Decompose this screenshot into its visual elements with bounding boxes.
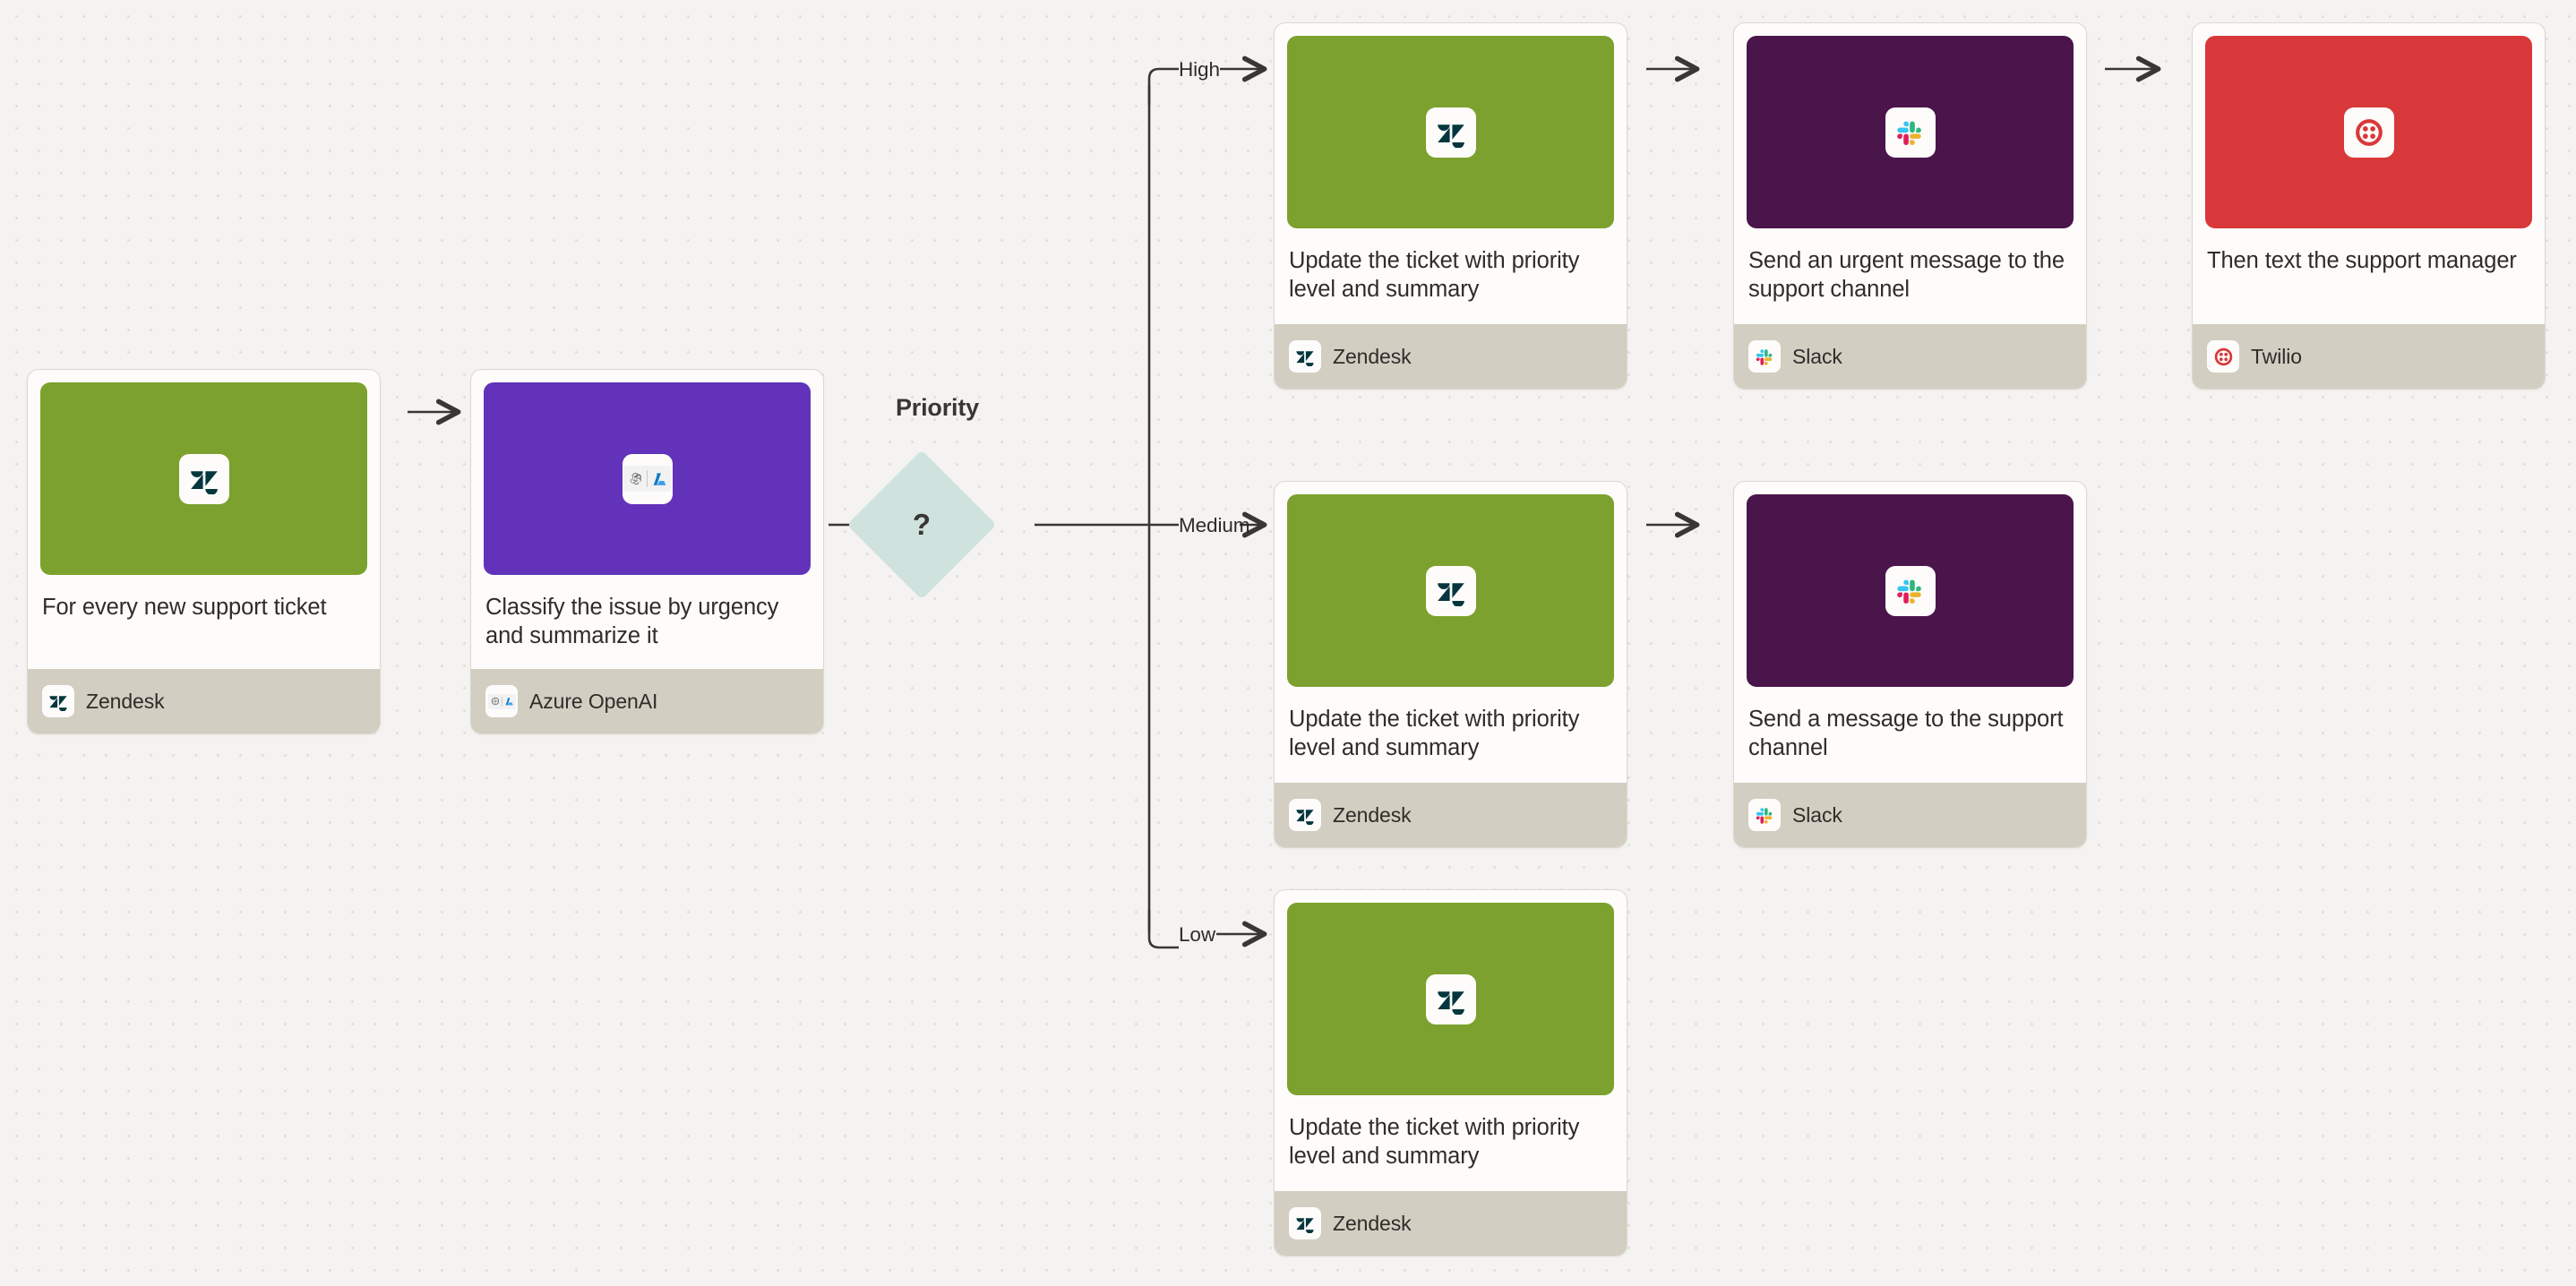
card-text-trigger: For every new support ticket	[42, 595, 327, 620]
node-card-medium-slack[interactable]: Send a message to the support channel Sl…	[1733, 481, 2087, 848]
card-footer-medium-slack: Slack	[1734, 783, 2086, 847]
card-app-name: Twilio	[2251, 344, 2302, 368]
node-card-high-slack[interactable]: Send an urgent message to the support ch…	[1733, 22, 2087, 390]
card-app-name: Slack	[1792, 802, 1842, 827]
card-header-high-slack	[1747, 36, 2074, 228]
card-footer-medium-update: Zendesk	[1275, 783, 1627, 847]
card-header-high-update	[1287, 36, 1614, 228]
card-app-name: Slack	[1792, 344, 1842, 368]
zendesk-icon	[1289, 799, 1321, 831]
zendesk-icon	[1289, 1207, 1321, 1239]
card-text-high-twilio: Then text the support manager	[2207, 248, 2517, 273]
zendesk-icon	[178, 453, 229, 504]
branch-label-medium: Medium	[1179, 514, 1250, 536]
card-app-name: Zendesk	[1333, 1211, 1412, 1235]
card-app-name: Azure OpenAI	[529, 689, 658, 713]
card-text-medium-slack: Send a message to the support channel	[1748, 707, 2064, 761]
card-header-trigger	[40, 382, 367, 575]
branch-label-high: High	[1179, 58, 1220, 81]
azure-openai-icon	[622, 453, 673, 504]
node-card-high-twilio[interactable]: Then text the support manager Twilio	[2192, 22, 2546, 390]
twilio-icon	[2207, 340, 2239, 373]
branch-label-low: Low	[1179, 923, 1215, 946]
node-card-medium-update[interactable]: Update the ticket with priority level an…	[1274, 481, 1627, 848]
zendesk-icon	[1425, 565, 1476, 616]
node-card-low-update[interactable]: Update the ticket with priority level an…	[1274, 889, 1627, 1256]
card-text-classify: Classify the issue by urgency and summar…	[485, 595, 779, 649]
card-footer-high-slack: Slack	[1734, 324, 2086, 389]
zendesk-icon	[1425, 107, 1476, 158]
twilio-icon	[2343, 107, 2394, 158]
card-footer-high-update: Zendesk	[1275, 324, 1627, 389]
node-card-classify[interactable]: Classify the issue by urgency and summar…	[470, 369, 824, 734]
card-footer-trigger: Zendesk	[28, 669, 380, 733]
card-text-low-update: Update the ticket with priority level an…	[1289, 1115, 1580, 1170]
node-card-high-update[interactable]: Update the ticket with priority level an…	[1274, 22, 1627, 390]
card-text-high-update: Update the ticket with priority level an…	[1289, 248, 1580, 303]
azure-openai-icon	[485, 685, 518, 717]
zendesk-icon	[1289, 340, 1321, 373]
zendesk-icon	[1425, 973, 1476, 1025]
card-text-high-slack: Send an urgent message to the support ch…	[1748, 248, 2065, 303]
slack-icon	[1748, 340, 1781, 373]
slack-icon	[1748, 799, 1781, 831]
card-app-name: Zendesk	[1333, 802, 1412, 827]
card-text-medium-update: Update the ticket with priority level an…	[1289, 707, 1580, 761]
node-card-trigger[interactable]: For every new support ticket Zendesk	[27, 369, 381, 734]
card-app-name: Zendesk	[1333, 344, 1412, 368]
card-header-high-twilio	[2205, 36, 2532, 228]
card-footer-low-update: Zendesk	[1275, 1191, 1627, 1256]
card-header-low-update	[1287, 903, 1614, 1095]
card-footer-classify: Azure OpenAI	[471, 669, 823, 733]
card-header-medium-slack	[1747, 494, 2074, 687]
decision-glyph: ?	[912, 508, 932, 541]
decision-title: Priority	[896, 394, 979, 421]
slack-icon	[1885, 107, 1936, 158]
card-footer-high-twilio: Twilio	[2193, 324, 2545, 389]
card-header-classify	[484, 382, 811, 575]
card-app-name: Zendesk	[86, 689, 165, 713]
zendesk-icon	[42, 685, 74, 717]
card-header-medium-update	[1287, 494, 1614, 687]
slack-icon	[1885, 565, 1936, 616]
